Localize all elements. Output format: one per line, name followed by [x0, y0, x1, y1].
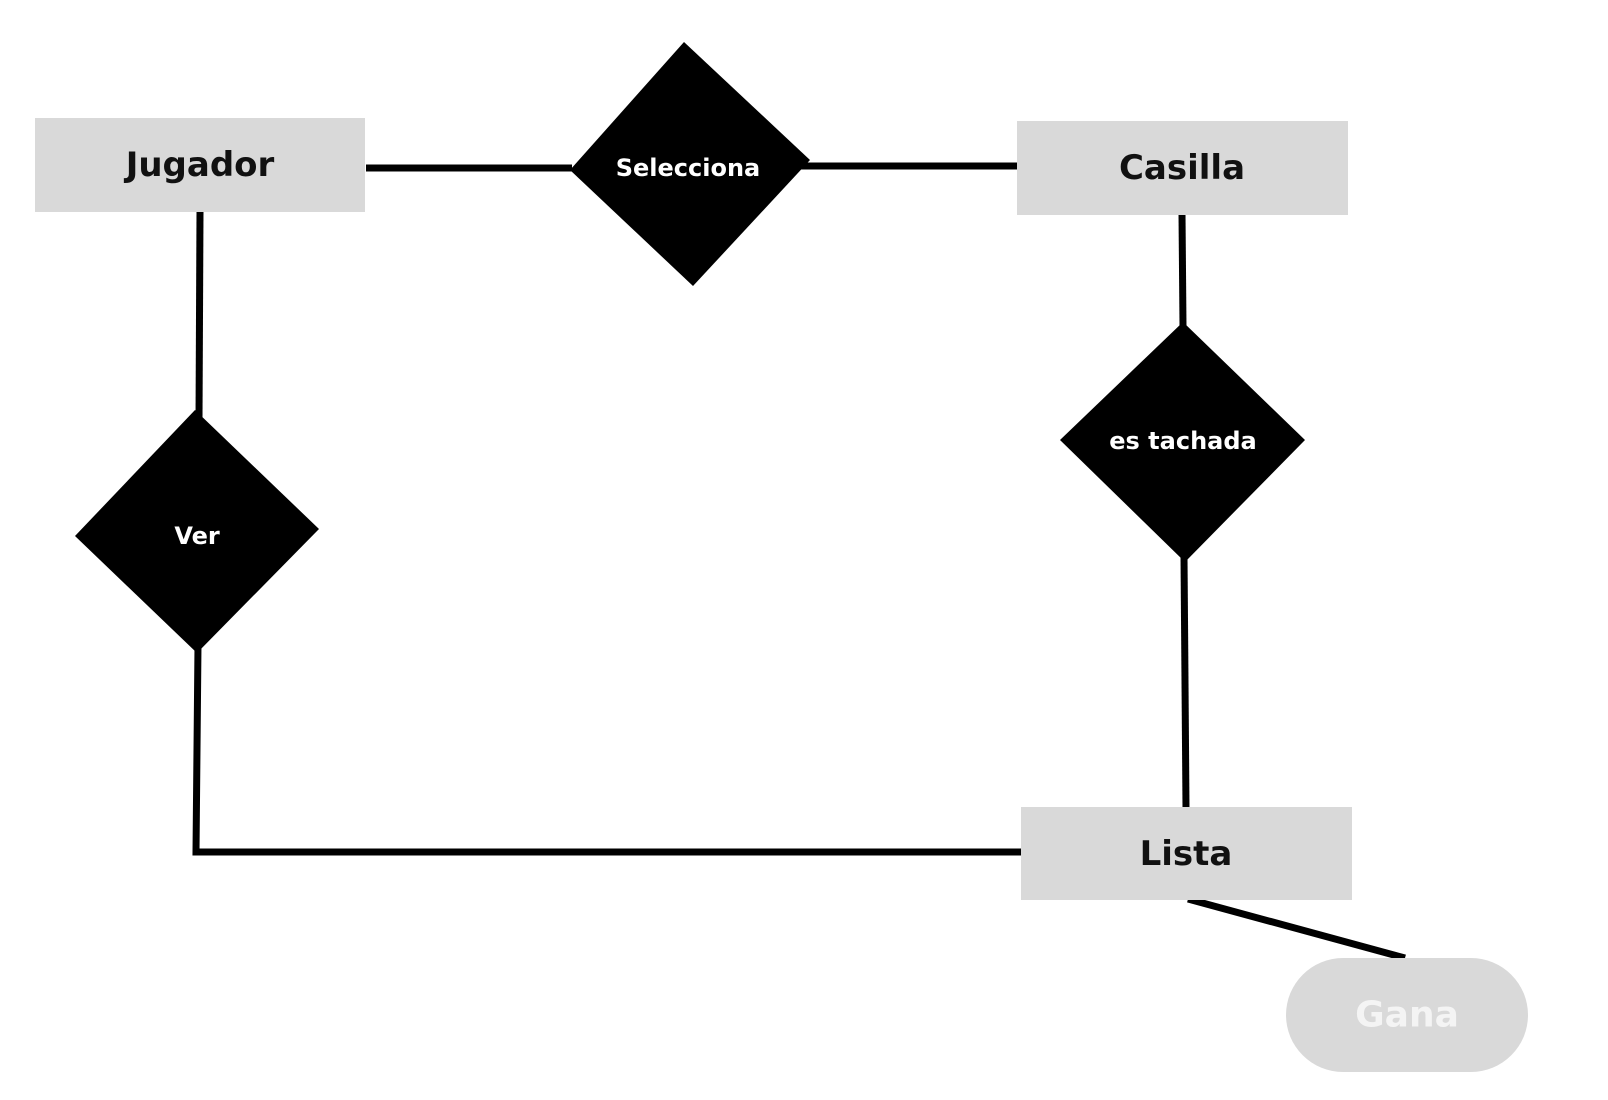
- relationship-selecciona-label: Selecciona: [616, 154, 761, 182]
- entity-jugador[interactable]: Jugador: [35, 118, 365, 212]
- entity-casilla[interactable]: Casilla: [1017, 121, 1348, 215]
- connector-lista-gana: [1187, 895, 1406, 962]
- connector-ver-lista: [192, 644, 1022, 856]
- connector-jugador-ver: [195, 211, 204, 421]
- relationship-es-tachada[interactable]: es tachada: [1060, 322, 1305, 562]
- entity-casilla-label: Casilla: [1119, 148, 1245, 188]
- entity-lista[interactable]: Lista: [1021, 807, 1352, 900]
- relationship-ver[interactable]: Ver: [75, 410, 319, 653]
- entity-lista-label: Lista: [1140, 834, 1233, 874]
- attribute-gana[interactable]: Gana: [1286, 958, 1528, 1072]
- entity-jugador-label: Jugador: [124, 145, 275, 185]
- attribute-gana-shape: [1286, 958, 1528, 1072]
- relationship-selecciona-shape: [570, 42, 810, 286]
- attribute-gana-label: Gana: [1355, 995, 1459, 1036]
- connector-casilla-es-tachada: [1178, 213, 1187, 327]
- relationship-ver-label: Ver: [174, 522, 220, 550]
- relationship-es-tachada-label: es tachada: [1109, 427, 1256, 455]
- entity-lista-box: [1021, 807, 1352, 900]
- connector-es-tachada-lista: [1180, 555, 1190, 809]
- relationship-es-tachada-shape: [1060, 322, 1305, 562]
- entity-casilla-box: [1017, 121, 1348, 215]
- connectors: [192, 162, 1406, 962]
- entity-jugador-box: [35, 118, 365, 212]
- relationship-ver-shape: [75, 410, 319, 653]
- relationship-selecciona[interactable]: Selecciona: [570, 42, 810, 286]
